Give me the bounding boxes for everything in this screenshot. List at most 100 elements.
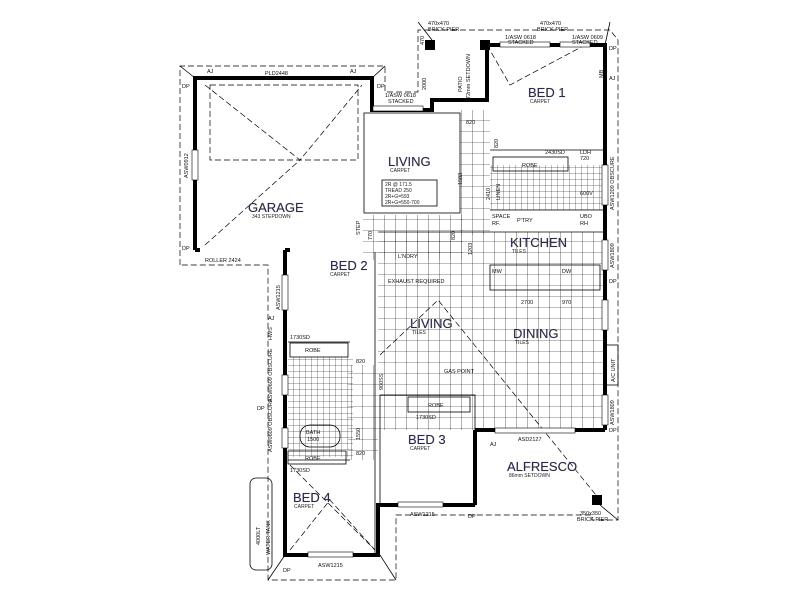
- svg-text:2R+G=593: 2R+G=593: [385, 194, 410, 200]
- annotations: PLD2448 ROLLER 2424 ASW0912 1/ASW 0618 S…: [182, 21, 617, 574]
- bed4-label: BED 4: [293, 490, 331, 505]
- tiled-laundry: [363, 215, 463, 260]
- svg-text:HWS: HWS: [268, 327, 274, 340]
- svg-text:2700: 2700: [521, 300, 533, 306]
- kitchen-label: KITCHEN: [510, 235, 567, 250]
- garage-note: 343 STEPDOWN: [252, 214, 291, 220]
- svg-text:820: 820: [451, 231, 457, 240]
- garage-label: GARAGE: [248, 200, 304, 215]
- svg-text:AJ: AJ: [490, 442, 497, 448]
- svg-text:2R @ 171.5: 2R @ 171.5: [385, 182, 412, 188]
- svg-text:470x470: 470x470: [540, 21, 561, 27]
- svg-text:1/ASW 0618: 1/ASW 0618: [385, 93, 416, 99]
- svg-text:STACKED: STACKED: [388, 99, 414, 105]
- tiled-hall-lower: [348, 365, 378, 460]
- svg-text:WATER TANK: WATER TANK: [266, 520, 272, 555]
- svg-text:820: 820: [466, 120, 475, 126]
- svg-text:AJ: AJ: [609, 76, 616, 82]
- svg-text:350x350: 350x350: [580, 511, 601, 517]
- svg-text:BATH: BATH: [306, 430, 320, 436]
- svg-text:EXHAUST REQUIRED: EXHAUST REQUIRED: [388, 279, 444, 285]
- svg-text:LINEN: LINEN: [496, 184, 502, 200]
- svg-text:ASW0912: ASW0912: [184, 153, 190, 178]
- svg-text:ASW1215: ASW1215: [276, 285, 282, 310]
- bed4-note: CARPET: [294, 504, 314, 510]
- svg-text:AJ: AJ: [350, 69, 357, 75]
- svg-text:1/ASW 0618: 1/ASW 0618: [505, 35, 536, 41]
- living-tiles-label: LIVING: [410, 316, 453, 331]
- svg-text:2430SD: 2430SD: [545, 150, 565, 156]
- svg-text:UBO: UBO: [580, 214, 593, 220]
- living-tiles-note: TILES: [412, 330, 427, 336]
- svg-text:TREAD 250: TREAD 250: [385, 188, 412, 194]
- svg-text:RH: RH: [580, 221, 588, 227]
- svg-text:DP: DP: [609, 279, 617, 285]
- internal-walls: [287, 112, 605, 555]
- bed1-note: CARPET: [530, 99, 550, 105]
- alfresco-label: ALFRESCO: [507, 459, 577, 474]
- svg-text:720: 720: [580, 156, 589, 162]
- svg-text:1730SD: 1730SD: [290, 335, 310, 341]
- svg-text:ROBE: ROBE: [522, 163, 538, 169]
- svg-text:970: 970: [562, 300, 571, 306]
- bed3-note: CARPET: [410, 446, 430, 452]
- svg-text:DP: DP: [182, 246, 190, 252]
- svg-text:DW: DW: [562, 269, 572, 275]
- svg-text:820: 820: [494, 139, 500, 148]
- svg-text:ASW1809: ASW1809: [610, 400, 616, 425]
- svg-text:1503: 1503: [458, 173, 464, 185]
- svg-text:STACKED: STACKED: [508, 40, 534, 46]
- svg-text:A/C UNIT: A/C UNIT: [611, 358, 617, 382]
- svg-text:P'TRY: P'TRY: [517, 218, 533, 224]
- svg-text:MW: MW: [492, 269, 503, 275]
- svg-text:STEP: STEP: [356, 220, 362, 235]
- dining-label: DINING: [513, 326, 559, 341]
- roof-lines: [204, 44, 601, 551]
- svg-text:LDH: LDH: [580, 150, 591, 156]
- svg-text:ASD2127: ASD2127: [518, 437, 542, 443]
- svg-text:820: 820: [356, 451, 365, 457]
- bed1-label: BED 1: [528, 85, 566, 100]
- dining-note: TILES: [515, 340, 530, 346]
- svg-text:820: 820: [356, 359, 365, 365]
- svg-text:DP: DP: [257, 406, 265, 412]
- svg-text:ASW1215: ASW1215: [410, 512, 435, 518]
- tiled-bathroom: [288, 357, 353, 457]
- svg-text:BRICK PIER: BRICK PIER: [577, 517, 608, 523]
- svg-text:ASW0609 OBSCURE: ASW0609 OBSCURE: [268, 398, 274, 452]
- svg-text:ROBE: ROBE: [428, 403, 444, 409]
- svg-text:DP: DP: [609, 46, 617, 52]
- svg-text:ROBE: ROBE: [305, 348, 321, 354]
- tiled-hall: [460, 110, 490, 235]
- svg-text:L'NDRY: L'NDRY: [398, 254, 418, 260]
- living-carpet-note: CARPET: [390, 168, 410, 174]
- svg-text:900SS: 900SS: [379, 373, 385, 390]
- bed2-note: CARPET: [330, 272, 350, 278]
- alfresco-note: 86mm SETDOWN: [509, 473, 550, 479]
- svg-text:GAS POINT: GAS POINT: [444, 369, 475, 375]
- svg-text:SPACE: SPACE: [492, 214, 511, 220]
- svg-text:AJ: AJ: [268, 316, 275, 322]
- svg-text:1203: 1203: [468, 243, 474, 255]
- svg-text:MB: MB: [599, 69, 605, 78]
- svg-text:470x470: 470x470: [428, 21, 449, 27]
- svg-text:ROBE: ROBE: [305, 456, 321, 462]
- svg-text:AJ: AJ: [207, 69, 214, 75]
- svg-text:1730SD: 1730SD: [290, 468, 310, 474]
- svg-text:ROLLER 2424: ROLLER 2424: [205, 258, 241, 264]
- svg-text:600V: 600V: [580, 191, 593, 197]
- svg-text:STACKED: STACKED: [572, 40, 598, 46]
- stair-note: 2R @ 171.5 TREAD 250 2R+G=593 2R+G=550-7…: [381, 179, 438, 207]
- svg-text:ASW1215: ASW1215: [318, 563, 343, 569]
- svg-text:1/ASW 0609: 1/ASW 0609: [572, 35, 603, 41]
- living-carpet-label: LIVING: [388, 154, 431, 169]
- svg-text:ASW0609 OBSCURE: ASW0609 OBSCURE: [268, 348, 274, 402]
- svg-text:4000LT: 4000LT: [256, 526, 262, 545]
- svg-text:2R+G=550-700: 2R+G=550-700: [385, 200, 420, 206]
- svg-text:RF.: RF.: [492, 221, 501, 227]
- svg-text:BRICK PIER: BRICK PIER: [428, 27, 459, 33]
- svg-text:1500: 1500: [307, 437, 319, 443]
- svg-text:DP: DP: [182, 84, 190, 90]
- bed3-label: BED 3: [408, 432, 446, 447]
